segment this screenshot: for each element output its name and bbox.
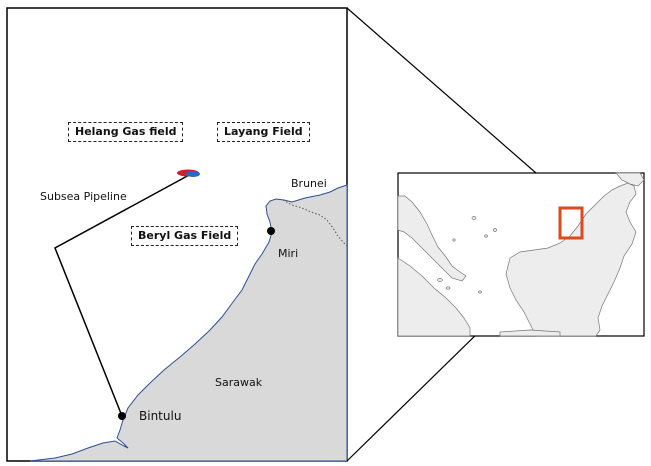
bintulu-dot: [118, 412, 126, 420]
miri-label: Miri: [278, 247, 299, 260]
layang-field-label: Layang Field: [217, 122, 310, 142]
subsea-pipeline-label: Subsea Pipeline: [40, 190, 127, 203]
bintulu-label: Bintulu: [139, 409, 182, 423]
brunei-label: Brunei: [291, 177, 327, 190]
miri-dot: [267, 227, 275, 235]
sarawak-land: [29, 184, 348, 462]
subsea-pipeline-line: [54, 173, 192, 417]
inset-highlight-box: [558, 206, 584, 240]
inset-land: [397, 172, 645, 337]
helang-gas-field-marker: [177, 169, 200, 177]
sarawak-label: Sarawak: [215, 376, 263, 389]
helang-gas-field-label: Helang Gas field: [68, 122, 184, 142]
beryl-gas-field-label: Beryl Gas Field: [131, 226, 239, 246]
